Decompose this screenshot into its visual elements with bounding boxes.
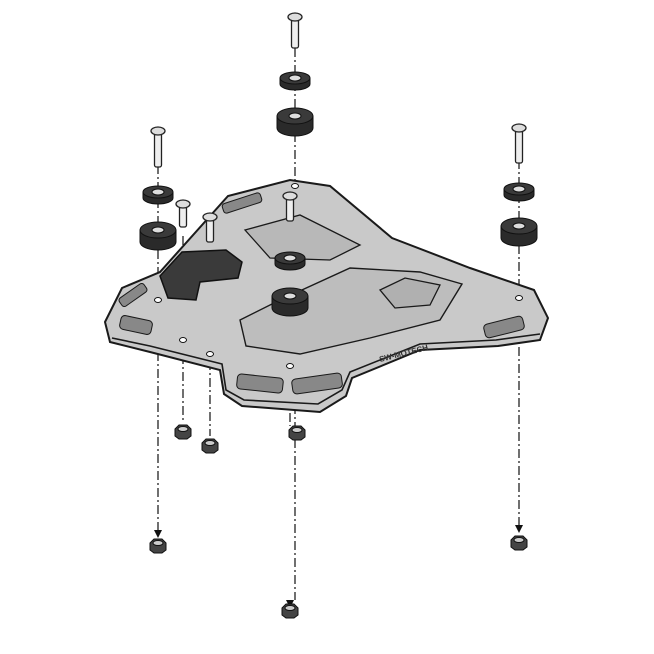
bolt-head	[150, 126, 166, 136]
nut-top	[513, 537, 525, 543]
mounting-hole	[206, 351, 214, 357]
washer-hole	[283, 292, 297, 300]
countersunk-bolt	[287, 12, 303, 49]
nut-top	[152, 540, 164, 546]
button-head-bolt	[282, 191, 298, 222]
top-rack-plate: SW-MOTECH	[103, 178, 550, 414]
bolt-shank	[153, 131, 163, 168]
washer-hole	[512, 185, 526, 193]
washer-hole	[283, 254, 297, 262]
washer-hole	[151, 226, 165, 234]
nut-top	[291, 427, 303, 433]
arrow-head-icon	[154, 530, 162, 538]
mounting-bracket	[159, 249, 243, 301]
washer-hole	[512, 222, 526, 230]
bolt-shank	[514, 128, 524, 164]
mounting-hole	[179, 337, 187, 343]
bolt-shank	[290, 17, 300, 49]
hardware	[139, 12, 538, 619]
nut-top	[204, 440, 216, 446]
arrow-head-icon	[515, 525, 523, 533]
nut-top	[284, 605, 296, 611]
button-head-bolt	[175, 199, 191, 228]
hex-nut	[288, 425, 306, 441]
rubber-washer	[276, 107, 314, 137]
mounting-hole	[515, 295, 523, 301]
countersunk-bolt	[150, 126, 166, 168]
hex-nut	[174, 424, 192, 440]
washer-hole	[151, 188, 165, 196]
hex-nut	[201, 438, 219, 454]
rubber-washer	[279, 71, 311, 91]
bolt-head	[511, 123, 527, 133]
bolt-head	[202, 212, 218, 222]
washer-hole	[288, 74, 302, 82]
rubber-washer	[271, 287, 309, 317]
rubber-washer	[503, 182, 535, 202]
mounting-hole	[291, 183, 299, 189]
washer-hole	[288, 112, 302, 120]
button-head-bolt	[202, 212, 218, 243]
bolt-head	[287, 12, 303, 22]
mounting-hole	[154, 297, 162, 303]
nut-top	[177, 426, 189, 432]
hex-nut	[510, 535, 528, 551]
rubber-washer	[142, 185, 174, 205]
mounting-hole	[286, 363, 294, 369]
rubber-washer	[500, 217, 538, 247]
bolt-head	[175, 199, 191, 209]
rubber-washer	[139, 221, 177, 251]
hex-nut	[149, 538, 167, 554]
hex-nut	[281, 603, 299, 619]
rubber-washer	[274, 251, 306, 271]
countersunk-bolt	[511, 123, 527, 164]
bolt-head	[282, 191, 298, 201]
